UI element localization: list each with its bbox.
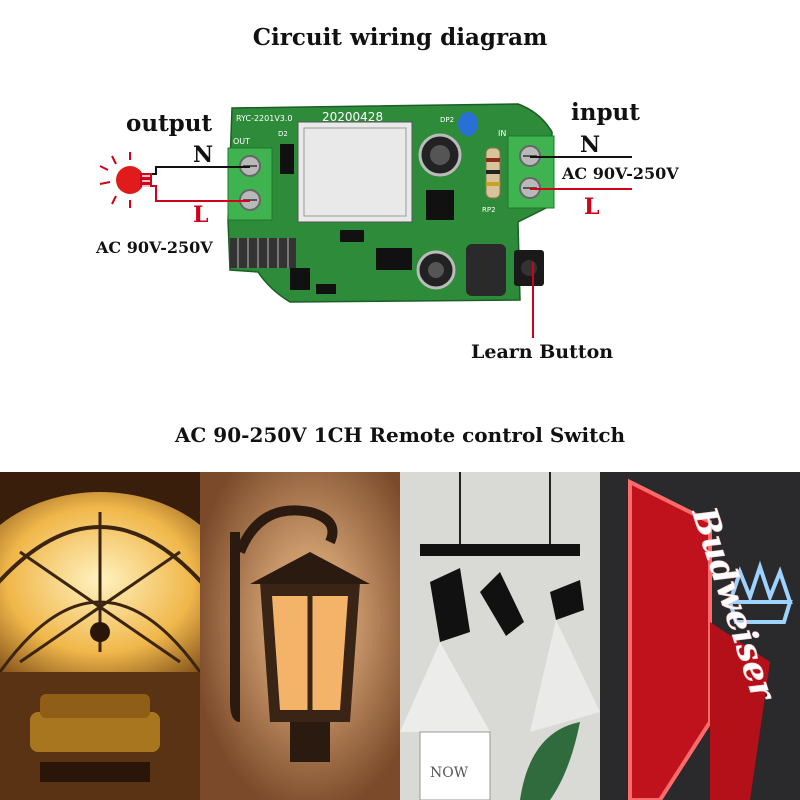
input-n-label: N	[580, 132, 601, 158]
ic-chip	[376, 248, 412, 270]
silk-rp2: RP2	[482, 206, 496, 214]
neon-sign-photo: Budweiser	[600, 472, 800, 800]
relay	[297, 121, 413, 223]
crown-icon	[727, 560, 793, 624]
output-n-wire	[152, 166, 250, 175]
wiring-diagram: RYC-2201V3.0 20200428 OUT IN D2 DP2 RP2 …	[99, 103, 632, 338]
silk-out: OUT	[233, 137, 250, 146]
diagram-title: Circuit wiring diagram	[252, 24, 548, 51]
output-n-label: N	[193, 142, 214, 168]
pcb-board: RYC-2201V3.0 20200428 OUT IN D2 DP2 RP2 …	[227, 103, 555, 303]
product-subtitle: AC 90-250V 1CH Remote control Switch	[174, 423, 626, 447]
antenna-coil	[230, 238, 296, 268]
board-date: 20200428	[322, 110, 383, 124]
output-l-label: L	[193, 202, 209, 228]
learn-button-label: Learn Button	[471, 341, 614, 363]
input-terminal	[507, 135, 555, 209]
ic-chip	[426, 190, 454, 220]
blue-capacitor	[458, 112, 478, 136]
bulb-icon	[99, 152, 152, 208]
track-spotlights-photo: NOW	[400, 472, 600, 800]
output-l-wire	[152, 185, 250, 202]
output-voltage-label: AC 90V-250V	[96, 238, 213, 257]
input-l-label: L	[584, 194, 600, 220]
poster-text: NOW	[430, 765, 469, 781]
inductor	[466, 244, 506, 296]
silk-d2: D2	[278, 130, 288, 138]
input-label: input	[571, 99, 640, 126]
board-model: RYC-2201V3.0	[236, 114, 293, 123]
output-terminal	[227, 147, 273, 221]
silk-in: IN	[498, 129, 506, 138]
silk-led1: LED1	[530, 226, 548, 234]
silk-dp2: DP2	[440, 116, 454, 124]
input-voltage-label: AC 90V-250V	[562, 164, 679, 183]
output-label: output	[126, 110, 213, 137]
ceiling-lamp-photo	[0, 472, 200, 800]
wall-lantern-photo	[200, 472, 400, 800]
